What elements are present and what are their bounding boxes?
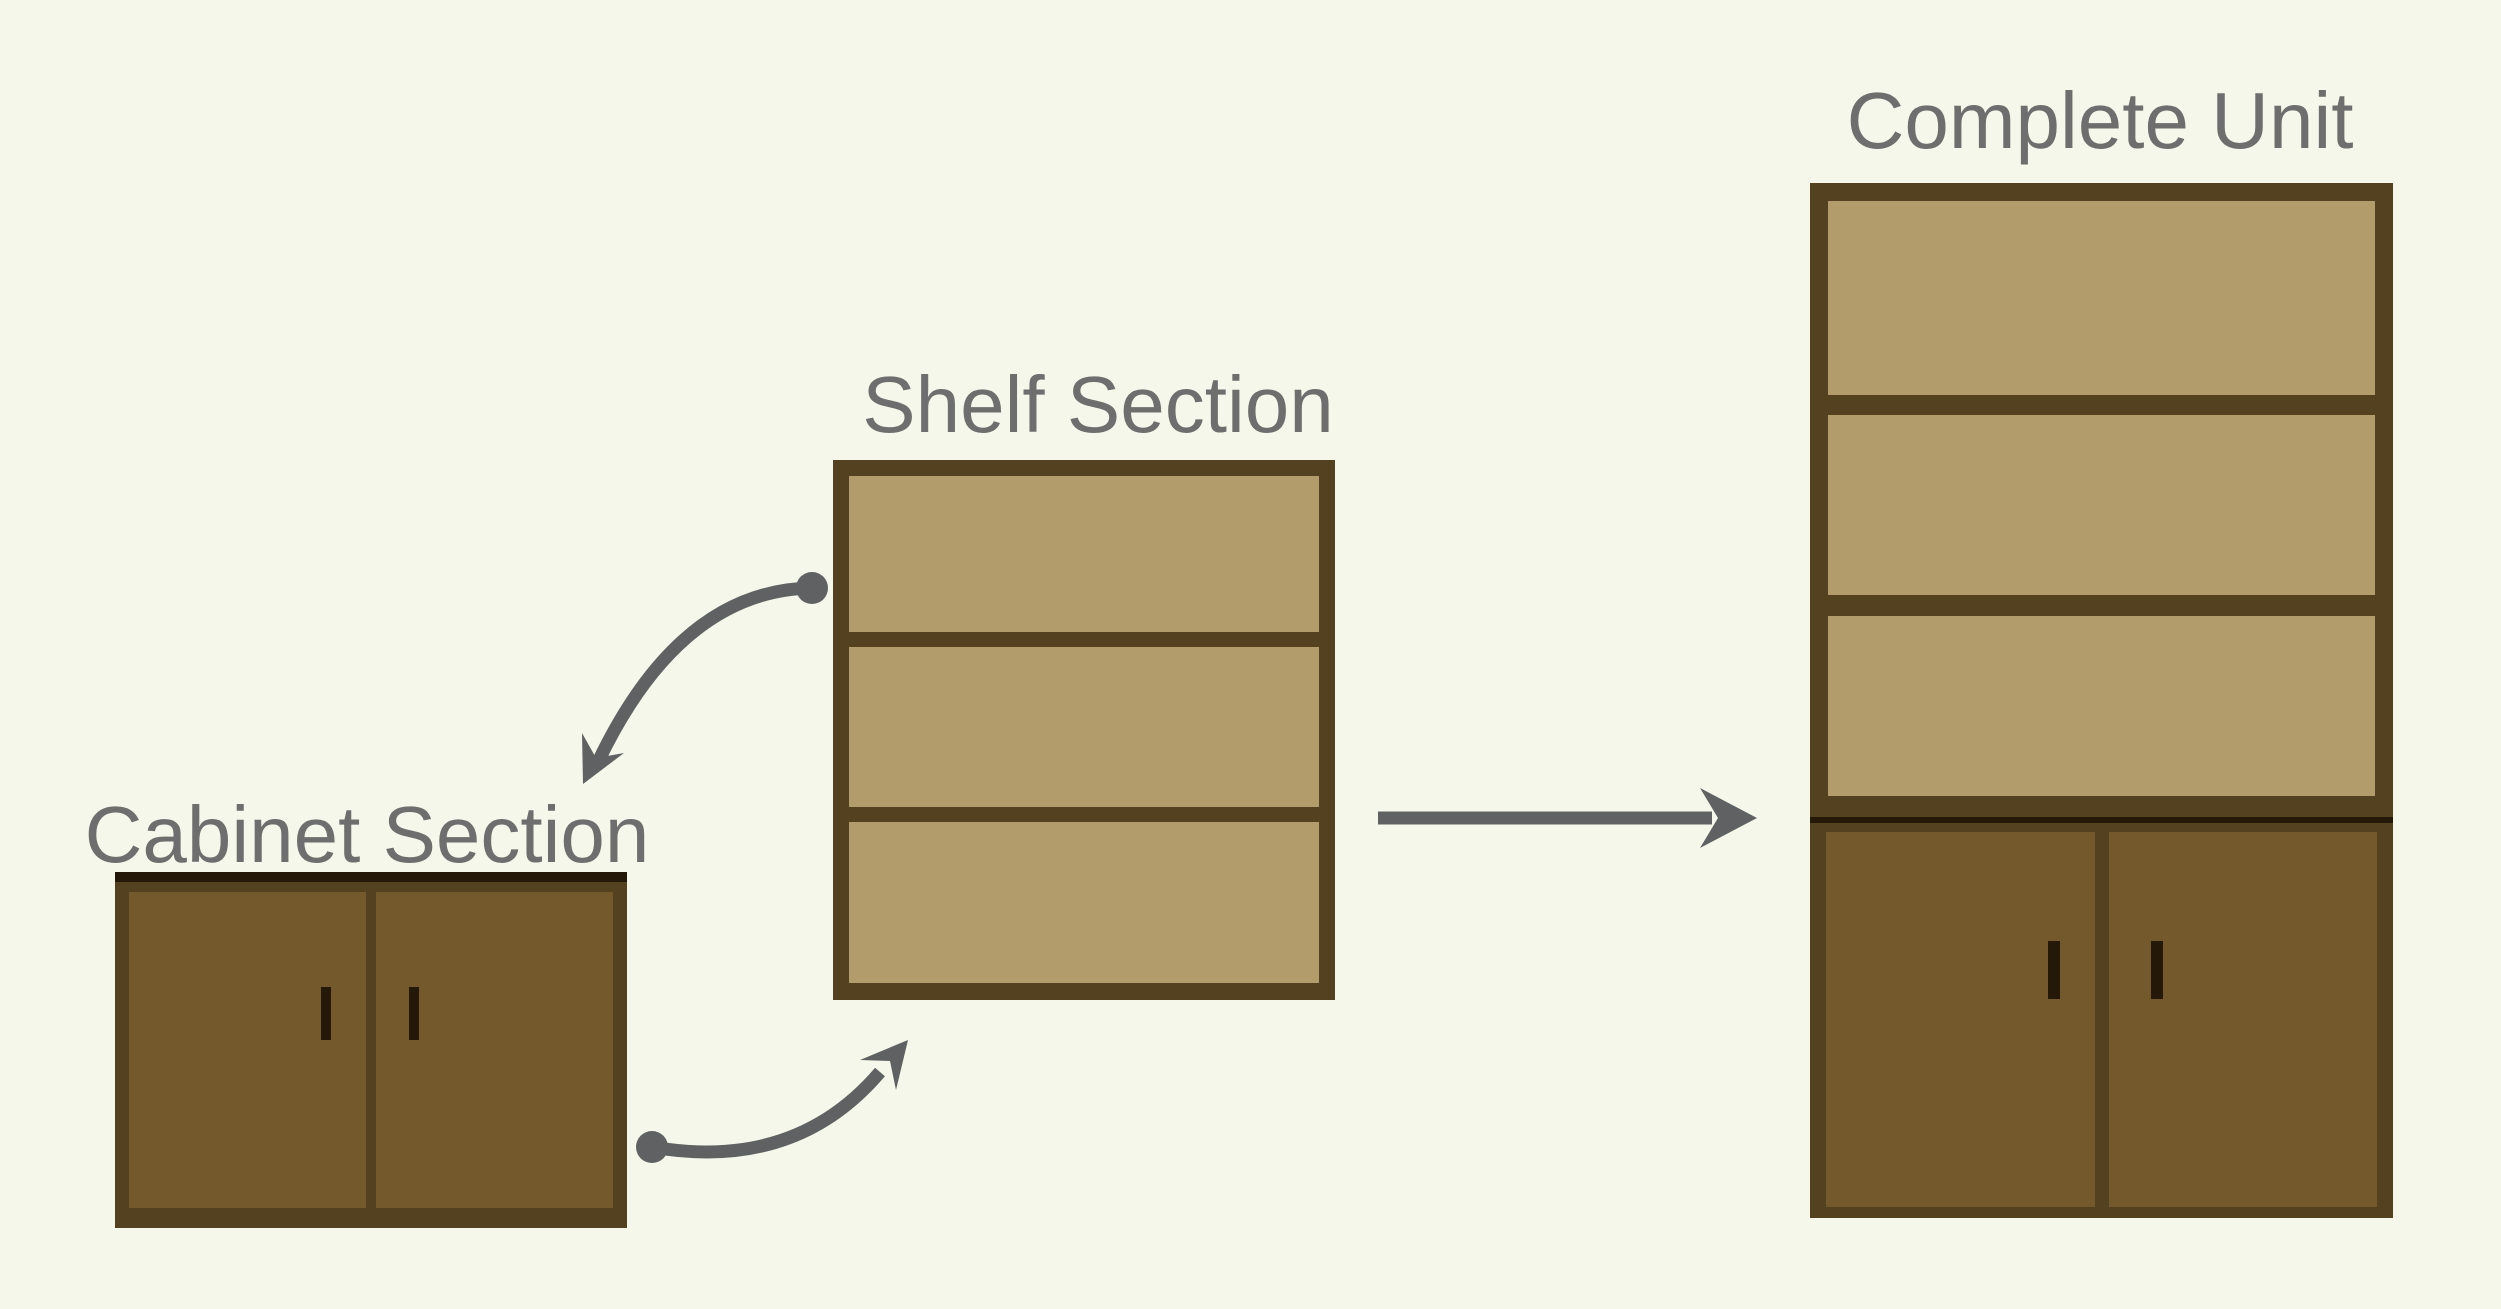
unit-door-handle-left [2048,941,2060,999]
curved-arrow-cabinet-to-shelf [636,1040,908,1163]
door-handle-right [409,987,419,1040]
cabinet-handles [321,987,419,1040]
unit-door-handle-right [2151,941,2163,999]
door-handle-left [321,987,331,1040]
assembly-arrow [1378,788,1757,848]
cabinet-section-group: Cabinet Section [85,790,650,1228]
complete-unit-shelves [1828,201,2375,796]
complete-unit-label: Complete Unit [1847,76,2354,165]
complete-unit-handles [2048,941,2163,999]
cabinet-section-label: Cabinet Section [85,790,650,879]
shelf-compartments [849,476,1319,983]
arrowhead-up-right-icon [860,1040,908,1090]
cabinet-door-right [376,892,613,1208]
cabinet-doors [129,892,613,1208]
shelf-panel-bottom [849,822,1319,983]
arrow-curve-down [592,581,813,765]
unit-junction-seam [1810,817,2393,823]
cabinet-top-edge [115,872,627,882]
curved-arrow-shelf-to-cabinet [582,572,828,784]
shelf-panel-top [849,476,1319,632]
unit-shelf-panel-top [1828,201,2375,395]
shelf-section-label: Shelf Section [862,360,1333,449]
arrow-curve-up [650,1067,885,1159]
arrowhead-down-left-icon [582,733,624,784]
complete-unit-group: Complete Unit [1810,76,2393,1218]
unit-shelf-panel-middle [1828,415,2375,595]
arrowhead-right-icon [1700,788,1757,848]
shelf-panel-middle [849,647,1319,807]
unit-shelf-panel-bottom [1828,616,2375,796]
cabinet-door-left [129,892,366,1208]
unit-door-right [2109,832,2377,1207]
shelf-section-group: Shelf Section [833,360,1335,1000]
complete-unit-doors [1826,832,2377,1207]
unit-door-left [1826,832,2095,1207]
